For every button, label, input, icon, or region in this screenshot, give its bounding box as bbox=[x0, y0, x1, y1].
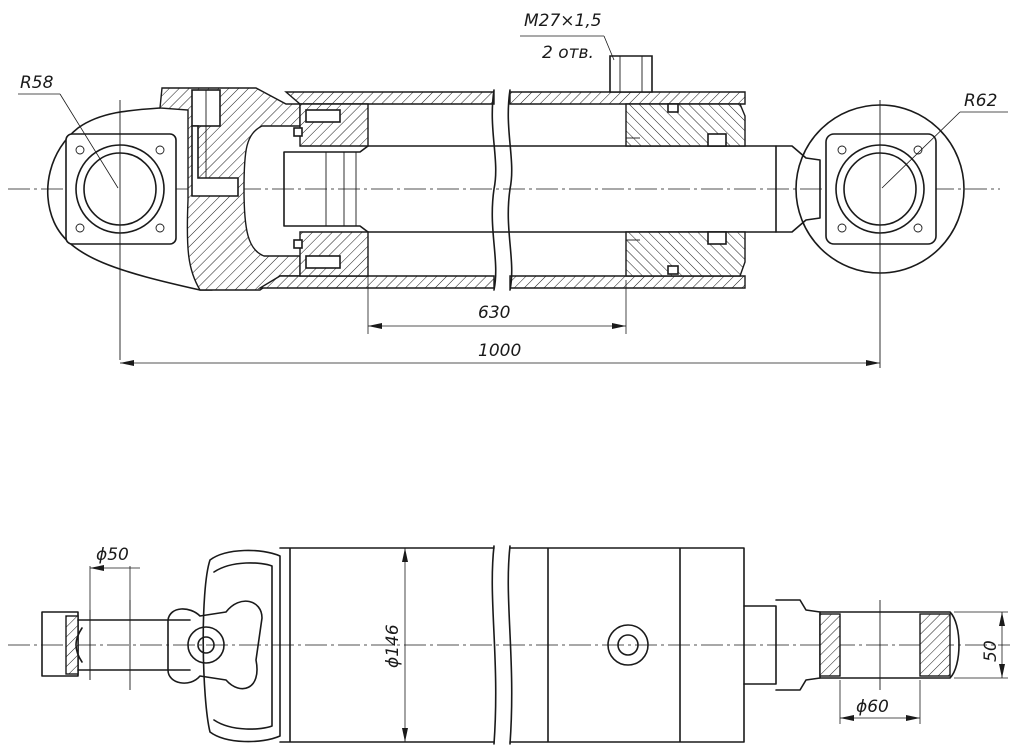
gland-lower bbox=[625, 231, 746, 277]
left-eye-flange bbox=[65, 133, 177, 245]
body-diameter-label: ϕ146 bbox=[383, 624, 403, 668]
bottom-view: ϕ146 ϕ50 ϕ60 50 bbox=[8, 545, 1010, 745]
tube-wall-upper-right bbox=[509, 91, 746, 105]
tube-wall-lower-left bbox=[257, 275, 495, 289]
barrel-port-outer bbox=[607, 624, 649, 666]
stroke-length-label: 630 bbox=[478, 303, 510, 323]
gland-upper bbox=[625, 103, 746, 147]
top-port-fitting bbox=[609, 55, 653, 93]
left-eye-outline bbox=[46, 107, 213, 291]
radius-left-label: R58 bbox=[20, 73, 54, 93]
rod-eye-section-right bbox=[919, 613, 951, 677]
rod-neck bbox=[775, 145, 821, 233]
piston-seal-upper bbox=[305, 109, 341, 123]
lug-pin-outer bbox=[187, 626, 225, 664]
bottom-barrel-left bbox=[279, 547, 495, 743]
bottom-barrel-right bbox=[509, 547, 745, 743]
lug-pin-inner bbox=[197, 636, 215, 654]
tube-wall-upper-left bbox=[284, 91, 495, 105]
top-view: R58 R62 M27×1,5 2 отв. 630 1000 bbox=[8, 11, 1008, 368]
piston-seal-lower bbox=[305, 255, 341, 269]
rod-eye-section-left bbox=[819, 613, 841, 677]
barrel-port-inner bbox=[617, 634, 639, 656]
tube-wall-lower-right bbox=[509, 275, 746, 289]
overall-length-label: 1000 bbox=[478, 341, 521, 361]
rod-eye-diameter-label: ϕ60 bbox=[856, 697, 889, 717]
radius-right-label: R62 bbox=[964, 91, 997, 111]
thread-count-label: 2 отв. bbox=[542, 43, 594, 63]
pin-diameter-label: ϕ50 bbox=[96, 545, 129, 565]
bottom-head-body bbox=[202, 549, 281, 743]
right-eye-flange bbox=[825, 133, 937, 245]
head-lug bbox=[167, 600, 263, 690]
rod-eye-width-label: 50 bbox=[981, 640, 1001, 662]
piston-lower bbox=[299, 231, 369, 277]
rod-eye-side bbox=[819, 611, 960, 679]
thread-spec-label: M27×1,5 bbox=[524, 11, 602, 31]
